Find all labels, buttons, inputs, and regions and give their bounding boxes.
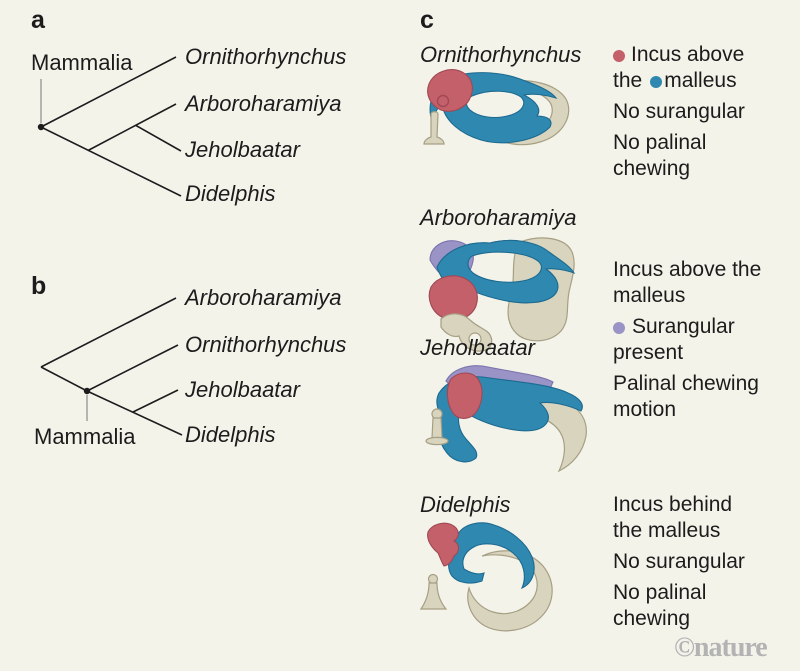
panel-c-species-arboroharamiya: Arboroharamiya xyxy=(420,205,577,230)
notes-didelphis: Incus behind the malleus No surangular N… xyxy=(613,492,791,637)
tree-b xyxy=(40,297,183,436)
incus-detail-circle xyxy=(436,94,450,108)
incus-bone xyxy=(427,522,460,567)
incus-bone xyxy=(427,69,473,112)
clade-label-mammalia-a: Mammalia xyxy=(31,50,133,75)
clade-label-mammalia-b: Mammalia xyxy=(34,424,136,449)
didelphis-ear-diagram xyxy=(419,522,553,632)
note-surangular: No surangular xyxy=(613,100,745,123)
incus-bone xyxy=(446,372,483,419)
malleus-dot-icon xyxy=(650,76,663,88)
panel-b-label: b xyxy=(31,272,47,300)
malleus-bone xyxy=(448,522,535,590)
note-incus-position: Incus behind the malleus xyxy=(613,493,733,542)
jeholbaatar-ear-diagram xyxy=(425,365,587,473)
tree-a-taxon-ornithorhynchus: Ornithorhynchus xyxy=(185,44,347,69)
nature-logo: ©nature xyxy=(674,632,768,663)
arboroharamiya-ear-diagram xyxy=(428,237,576,352)
panel-c-species-didelphis: Didelphis xyxy=(420,492,511,517)
incus-dot-icon xyxy=(613,50,625,62)
panel-c-species-ornithorhynchus: Ornithorhynchus xyxy=(420,42,582,67)
notes-arboroharamiya-jeholbaatar: Incus above the malleus Surangular prese… xyxy=(613,257,791,428)
panel-c-label: c xyxy=(420,6,434,34)
tree-b-taxon-jeholbaatar: Jeholbaatar xyxy=(185,377,300,402)
stapes-bone xyxy=(425,408,449,446)
incus-bone xyxy=(428,275,478,321)
note-chewing: Palinal chewing motion xyxy=(613,372,759,421)
ectotympanic-bone xyxy=(467,550,553,632)
note-surangular: No surangular xyxy=(613,550,745,573)
note-incus-position: Incus above the malleus xyxy=(613,258,762,307)
surangular-dot-icon xyxy=(613,322,625,334)
stapes-bone xyxy=(423,111,445,145)
panel-a-label: a xyxy=(31,6,45,34)
tree-b-taxon-didelphis: Didelphis xyxy=(185,422,276,447)
ectotympanic-hook xyxy=(440,313,493,352)
tree-b-taxon-arboroharamiya: Arboroharamiya xyxy=(185,285,342,310)
note-surangular: Surangular present xyxy=(613,315,735,364)
tree-a-taxon-didelphis: Didelphis xyxy=(185,181,276,206)
note-chewing: No palinal chewing xyxy=(613,581,707,630)
tree-a-taxon-jeholbaatar: Jeholbaatar xyxy=(185,137,300,162)
tree-a xyxy=(37,56,182,197)
note-chewing: No palinal chewing xyxy=(613,131,707,180)
tree-a-taxon-arboroharamiya: Arboroharamiya xyxy=(185,91,342,116)
panel-c-species-jeholbaatar: Jeholbaatar xyxy=(420,335,535,360)
ornithorhynchus-ear-diagram xyxy=(423,69,570,146)
tree-b-taxon-ornithorhynchus: Ornithorhynchus xyxy=(185,332,347,357)
stapes-bone xyxy=(419,573,448,610)
